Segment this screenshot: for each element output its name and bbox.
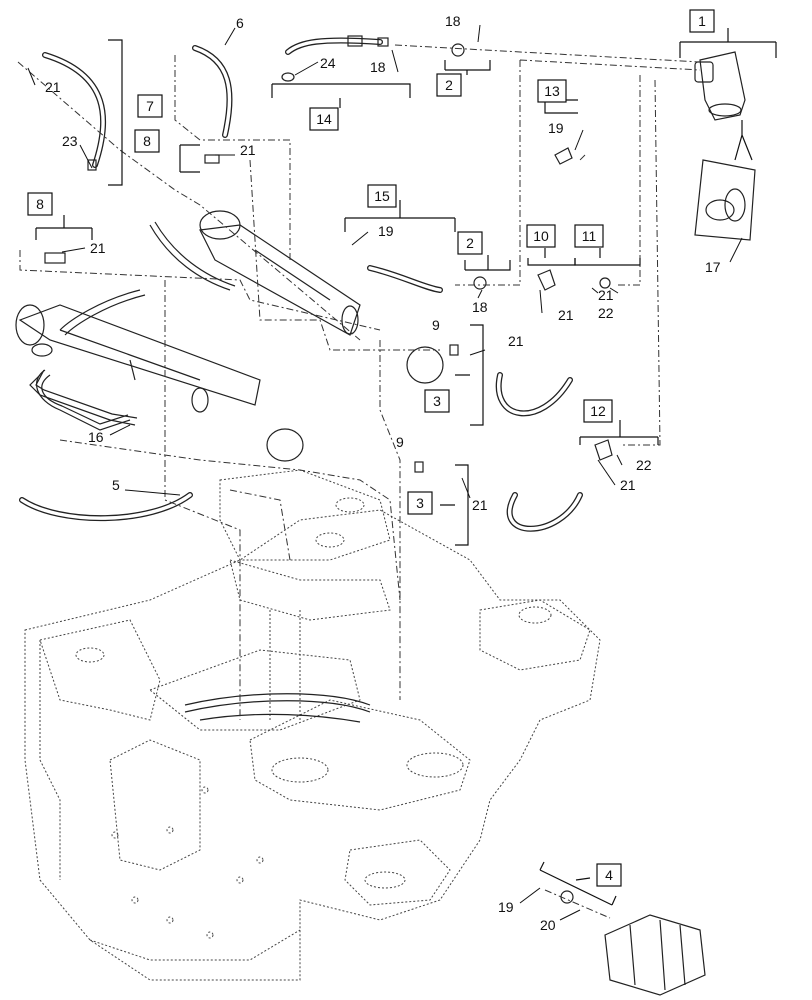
seal-kit-17: [694, 159, 756, 241]
chassis-frame: [24, 469, 601, 981]
label-19c: 19: [498, 899, 514, 915]
steering-valve-1: [694, 51, 746, 121]
hose-6: [192, 45, 233, 138]
svg-text:3: 3: [433, 393, 441, 409]
callout-box-15: 15: [367, 184, 397, 208]
svg-text:1: 1: [698, 13, 706, 29]
steering-cylinder-right: [199, 210, 444, 462]
label-21h: 21: [472, 497, 488, 513]
label-21d: 21: [598, 287, 614, 303]
label-21g: 21: [620, 477, 636, 493]
label-9b: 9: [396, 434, 404, 450]
svg-text:4: 4: [605, 867, 613, 883]
svg-text:11: 11: [582, 228, 597, 244]
hose-5: [19, 492, 193, 522]
callout-box-14: 14: [309, 107, 339, 131]
callout-box-11: 11: [574, 224, 604, 248]
hose-15: [367, 265, 443, 293]
leader-lines: [27, 24, 743, 921]
callout-box-8a: 8: [134, 129, 160, 153]
label-22b: 22: [636, 457, 652, 473]
label-19a: 19: [548, 120, 564, 136]
label-21a: 21: [45, 79, 61, 95]
fittings: [44, 43, 613, 904]
label-21e: 21: [558, 307, 574, 323]
label-21c: 21: [90, 240, 106, 256]
label-20: 20: [540, 917, 556, 933]
svg-text:14: 14: [316, 111, 332, 127]
svg-text:7: 7: [146, 98, 154, 114]
svg-text:13: 13: [544, 83, 560, 99]
svg-text:2: 2: [445, 77, 453, 93]
hose-14: [285, 35, 389, 55]
svg-text:8: 8: [36, 196, 44, 212]
hose-3-upper: [495, 372, 573, 417]
callout-box-8b: 8: [27, 192, 53, 216]
label-5: 5: [112, 477, 120, 493]
label-21f: 21: [508, 333, 524, 349]
svg-text:12: 12: [590, 403, 606, 419]
tube-16: [29, 369, 138, 426]
brackets: [35, 28, 777, 906]
steering-cylinder-left: [15, 304, 261, 413]
callout-box-7: 7: [137, 94, 163, 118]
callout-box-4: 4: [596, 863, 622, 887]
label-22a: 22: [598, 305, 614, 321]
callout-box-2b: 2: [457, 231, 483, 255]
label-6: 6: [236, 15, 244, 31]
svg-text:10: 10: [533, 228, 549, 244]
svg-text:8: 8: [143, 133, 151, 149]
label-18c: 18: [472, 299, 488, 315]
hydraulic-tubes: [36, 221, 371, 723]
label-17: 17: [705, 259, 721, 275]
callout-box-3b: 3: [407, 491, 433, 515]
label-23: 23: [62, 133, 78, 149]
label-24: 24: [320, 55, 336, 71]
callout-box-13: 13: [537, 79, 567, 103]
hose-3-lower: [506, 492, 583, 532]
svg-text:3: 3: [416, 495, 424, 511]
part-labels: 5 6 9 9 16 17 18 18 18 19 19 19 20 21 21…: [45, 13, 721, 933]
callout-box-10: 10: [526, 224, 556, 248]
callout-box-1: 1: [689, 9, 715, 33]
routing-lines: [17, 44, 701, 919]
callout-box-3a: 3: [424, 389, 450, 413]
label-21b: 21: [240, 142, 256, 158]
label-18b: 18: [370, 59, 386, 75]
hose-7: [42, 52, 107, 168]
control-valve-4: [604, 914, 706, 996]
label-9a: 9: [432, 317, 440, 333]
svg-text:2: 2: [466, 235, 474, 251]
svg-text:15: 15: [374, 188, 390, 204]
label-18a: 18: [445, 13, 461, 29]
label-19b: 19: [378, 223, 394, 239]
label-16: 16: [88, 429, 104, 445]
callout-box-12: 12: [583, 399, 613, 423]
callout-box-2a: 2: [436, 73, 462, 97]
